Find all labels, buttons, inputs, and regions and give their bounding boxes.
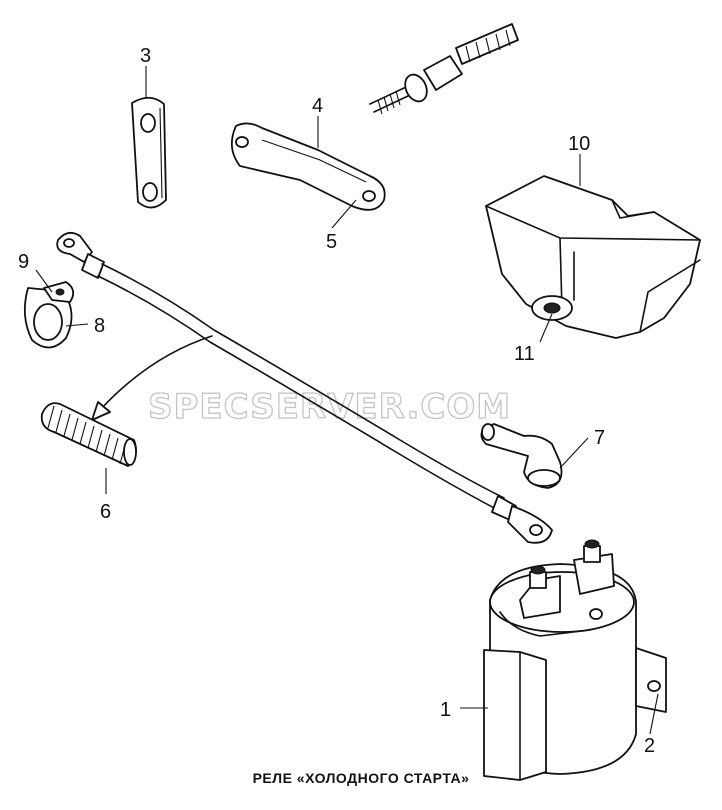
- watermark-text: SPECSERVER.COM: [148, 387, 511, 427]
- callout-11: 11: [514, 343, 535, 365]
- callout-2: 2: [644, 735, 655, 757]
- part-3-link-plate: [131, 96, 167, 209]
- callout-9: 9: [18, 251, 29, 273]
- callout-10: 10: [568, 133, 590, 155]
- battery-cable: [56, 231, 553, 544]
- part-1-relay: [483, 539, 667, 781]
- callout-4: 4: [312, 95, 323, 117]
- part-10-cover-housing: [485, 175, 701, 339]
- part-4-bracket-strap: [230, 122, 386, 211]
- diagram-caption: РЕЛЕ «ХОЛОДНОГО СТАРТА»: [252, 770, 470, 786]
- part-6-spring-sleeve: [40, 402, 137, 467]
- callout-1: 1: [440, 699, 451, 721]
- callout-7: 7: [594, 427, 605, 449]
- callout-5: 5: [326, 231, 337, 253]
- part-8-9-clamp: [23, 281, 75, 349]
- callout-8: 8: [94, 315, 105, 337]
- part-7-rubber-boot: [480, 423, 563, 489]
- callout-3: 3: [140, 45, 151, 67]
- threaded-stud: [369, 23, 519, 115]
- callout-6: 6: [100, 501, 111, 523]
- detail-arrow: [91, 335, 213, 421]
- leader-lines: [35, 66, 659, 735]
